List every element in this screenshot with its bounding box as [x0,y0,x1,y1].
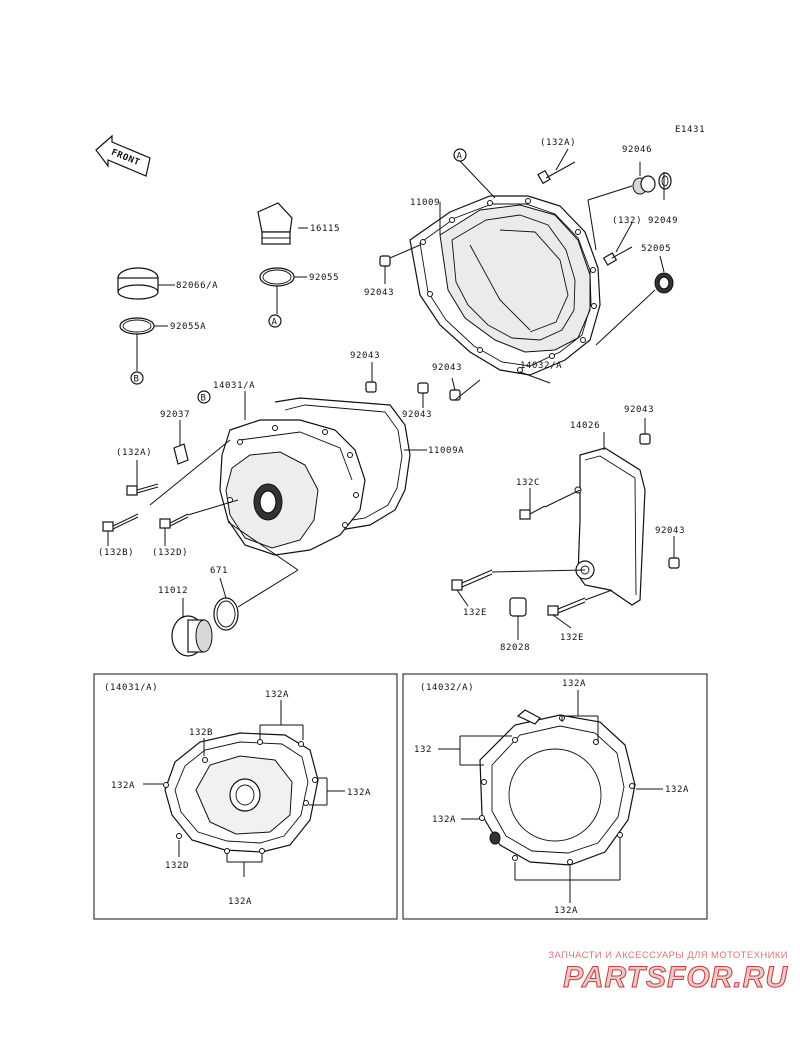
bolt-132a-top [537,161,576,185]
label-92037: 92037 [160,410,190,420]
callout-a-top: A [453,148,467,162]
label-132d: (132D) [152,548,188,558]
bolt-132a-left [126,483,159,496]
detail-left-top: 132A [265,690,289,700]
label-14031a: 14031/A [213,381,255,391]
label-82066a: 82066/A [176,281,218,291]
label-132e-a: 132E [463,608,487,618]
label-92049: 92049 [648,216,678,226]
detail-left-title: (14031/A) [104,683,158,693]
detail-right-mid-left: 132A [432,815,456,825]
svg-text:A: A [457,152,463,162]
label-132a-left: (132A) [116,448,152,458]
svg-text:B: B [201,394,207,404]
bolt-132b [102,513,139,532]
detail-left-132d: 132D [165,861,189,871]
detail-box-14032a: (14032/A) 132A 132 132A 132A 132A [402,673,708,920]
bolt-132e-upper [451,569,493,591]
generator-cover-assembly [219,397,411,556]
label-92043-c: 92043 [432,363,462,373]
o-ring-92055a [119,317,155,335]
detail-left-bottom: 132A [228,897,252,907]
label-11009: 11009 [410,198,440,208]
oil-filler-cap-16115 [257,202,293,245]
front-arrow-icon: FRONT [95,134,151,177]
dowel-pin-92043 [365,255,680,569]
svg-text:B: B [134,375,140,385]
leader-lines [107,148,675,640]
label-16115: 16115 [310,224,340,234]
label-92043-d: 92043 [402,410,432,420]
svg-text:A: A [272,318,278,328]
seal-52005 [654,272,674,294]
o-ring-671 [213,597,239,631]
watermark-caption: ЗАПЧАСТИ И АКСЕССУАРЫ ДЛЯ МОТОТЕХНИКИ [548,950,788,961]
label-92043-e: 92043 [624,405,654,415]
label-132c: 132C [516,478,540,488]
callout-b-upper: B [197,390,211,404]
label-132b: (132B) [98,548,134,558]
label-14032a: 14032/A [520,361,562,371]
label-92046: 92046 [622,145,652,155]
detail-left-132b: 132B [189,728,213,738]
label-14026: 14026 [570,421,600,431]
bolt-132 [602,246,633,266]
callout-a-lower: A [268,314,282,328]
cap-11012 [171,615,213,657]
label-92043-b: 92043 [350,351,380,361]
bolt-132e-lower [547,597,586,616]
detail-right-right: 132A [665,785,689,795]
label-132a-top: (132A) [540,138,576,148]
collar-82028 [509,597,527,617]
o-ring-92055 [259,267,295,287]
detail-right-left: 132 [414,745,432,755]
label-671: 671 [210,566,228,576]
label-92043-f: 92043 [655,526,685,536]
label-11009a: 11009A [428,446,464,456]
bolt-132c [519,505,546,520]
plug-82066a [117,267,159,300]
detail-right-title: (14032/A) [420,683,474,693]
callout-b-lower: B [130,371,144,385]
clamp-92037 [173,443,189,465]
bolt-132d [159,513,189,529]
label-132e-b: 132E [560,633,584,643]
label-132: (132) [612,216,642,226]
detail-left-left: 132A [111,781,135,791]
detail-box-14031a: (14031/A) 132A 132B 132A 132A 132D 132A [93,673,398,920]
label-11012: 11012 [158,586,188,596]
label-92055a: 92055A [170,322,206,332]
detail-right-top: 132A [562,679,586,689]
bushing-92046 [632,175,656,195]
label-92043-a: 92043 [364,288,394,298]
label-52005: 52005 [641,244,671,254]
diagram-code: E1431 [675,125,705,135]
detail-left-right: 132A [347,788,371,798]
watermark: ЗАПЧАСТИ И АКСЕССУАРЫ ДЛЯ МОТОТЕХНИКИ PA… [488,950,788,995]
seal-92049 [658,172,672,190]
clutch-cover-assembly [409,195,601,376]
part-labels: (132A) 92046 11009 (132) 92049 16115 520… [98,138,685,653]
detail-right-bottom: 132A [554,906,578,916]
watermark-brand-logo: PARTSFOR.RU [563,961,788,995]
label-82028: 82028 [500,643,530,653]
cover-14026 [574,447,646,606]
label-92055: 92055 [309,273,339,283]
